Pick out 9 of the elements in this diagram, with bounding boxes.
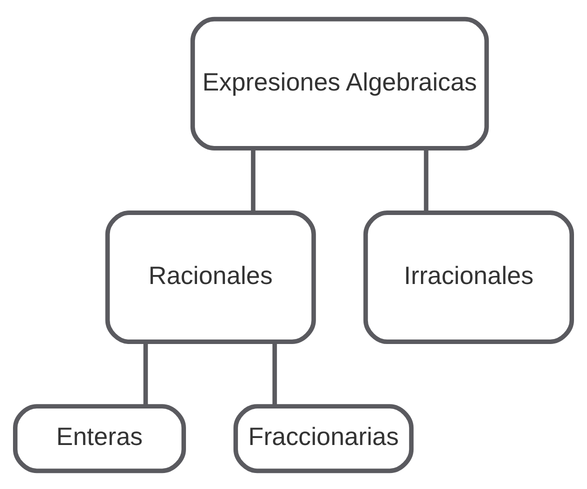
connector (250, 148, 256, 212)
node-box: Fraccionarias (233, 404, 414, 473)
node-box: Racionales (105, 210, 316, 344)
connector (272, 341, 277, 406)
connector (143, 341, 148, 406)
node-box: Enteras (13, 404, 186, 473)
node-box: Irracionales (363, 210, 574, 344)
connector (424, 148, 428, 212)
node-box: Expresiones Algebraicas (190, 16, 489, 150)
